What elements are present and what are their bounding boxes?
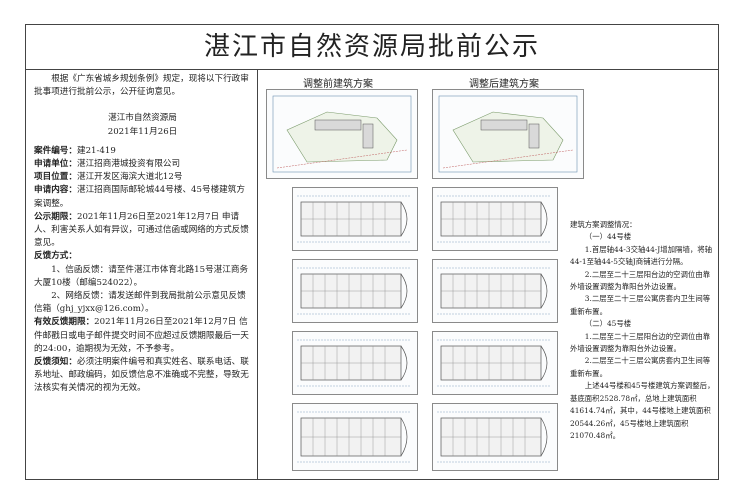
feedback-heading: 反馈方式： <box>34 251 77 262</box>
after-site-plan <box>432 89 584 179</box>
feedback-note: 反馈须知：必须注明案件编号和真实姓名、联系电话、联系地址、邮政编码，如反馈信息不… <box>34 357 249 394</box>
floor-plan-drawing <box>297 339 411 387</box>
after-floor-plan-1 <box>432 187 558 251</box>
floor-plan-drawing <box>297 195 411 243</box>
drawings-area: 调整前建筑方案 调整后建筑方案 建筑方案调整情况： （一）44号楼 1.首层轴4… <box>258 69 720 479</box>
notes-section-44: （一）44号楼 <box>584 232 632 242</box>
before-floor-plan-4 <box>292 403 418 471</box>
floor-plan-drawing <box>437 339 551 387</box>
before-plan-heading: 调整前建筑方案 <box>303 79 373 90</box>
issuer-org: 湛江市自然资源局 <box>108 113 177 124</box>
before-site-plan <box>266 89 418 179</box>
floor-plan-drawing <box>437 267 551 315</box>
floor-plan-drawing <box>297 411 411 463</box>
field-case-number: 案件编号：建21-419 <box>34 145 116 156</box>
valid-period: 有效反馈期限：2021年11月26日至2021年12月7日 信件邮戳日或电子邮件… <box>34 317 249 354</box>
page-title: 湛江市自然资源局批前公示 <box>26 25 718 70</box>
floor-plan-drawing <box>437 411 551 463</box>
before-floor-plan-2 <box>292 259 418 323</box>
field-period: 公示期限：2021年11月26日至2021年12月7日 申请人、利害关系人如有异… <box>34 211 249 249</box>
issue-date: 2021年11月26日 <box>107 126 178 137</box>
after-plan-heading: 调整后建筑方案 <box>469 79 539 90</box>
feedback-email: 2、网络反馈：请发送邮件到我局批前公示意见反馈信箱（ghj_yjxx@126.c… <box>34 291 246 315</box>
after-floor-plan-4 <box>432 403 558 471</box>
notes-item: 2.二层至二十三层阳台边的空调位由靠外墙设置调整为靠阳台外边设置。 <box>570 269 711 292</box>
intro-text: 根据《广东省城乡规划条例》规定，现将以下行政审批事项进行批前公示，公开征询意见。 <box>34 74 249 98</box>
floor-plan-drawing <box>297 267 411 315</box>
before-floor-plan-3 <box>292 331 418 395</box>
notice-text-column: 根据《广东省城乡规划条例》规定，现将以下行政审批事项进行批前公示，公开征询意见。… <box>26 69 258 479</box>
notes-section-45: （二）45号楼 <box>584 319 632 329</box>
before-floor-plan-1 <box>292 187 418 251</box>
notes-item: 2.二层至二十三层公寓房套内卫生间等重新布置。 <box>570 356 711 378</box>
site-plan-drawing <box>438 95 578 173</box>
after-floor-plan-2 <box>432 259 558 323</box>
notes-item: 3.二层至二十三层公寓房套内卫生间等重新布置。 <box>570 294 711 316</box>
notes-item: 1.首层轴44-3交轴44-J增加隔墙，将轴44-1至轴44-5交轴J商铺进行分… <box>570 244 713 267</box>
adjustment-notes: 建筑方案调整情况： （一）44号楼 1.首层轴44-3交轴44-J增加隔墙，将轴… <box>570 219 716 442</box>
floor-plan-drawing <box>437 195 551 243</box>
field-applicant: 申请单位：湛江招商港城投资有限公司 <box>34 159 181 170</box>
notes-summary: 上述44号楼和45号楼建筑方案调整后，基底面积2528.78㎡，总地上建筑面积4… <box>570 381 715 440</box>
field-location: 项目位置：湛江开发区海滨大道北12号 <box>34 172 183 183</box>
notes-item: 1.二层至二十三层阳台边的空调位由靠外墙设置调整为靠阳台外边设置。 <box>570 331 711 354</box>
notes-heading: 建筑方案调整情况： <box>570 220 637 229</box>
notice-frame: 湛江市自然资源局批前公示 根据《广东省城乡规划条例》规定，现将以下行政审批事项进… <box>25 24 719 480</box>
field-content: 申请内容：湛江招商国际邮轮城44号楼、45号楼建筑方案调整。 <box>34 185 245 209</box>
site-plan-drawing <box>272 95 412 173</box>
feedback-mail: 1、信函反馈：请至件湛江市体育北路15号湛江商务大厦10楼（邮编524022）。 <box>34 264 249 288</box>
after-floor-plan-3 <box>432 331 558 395</box>
